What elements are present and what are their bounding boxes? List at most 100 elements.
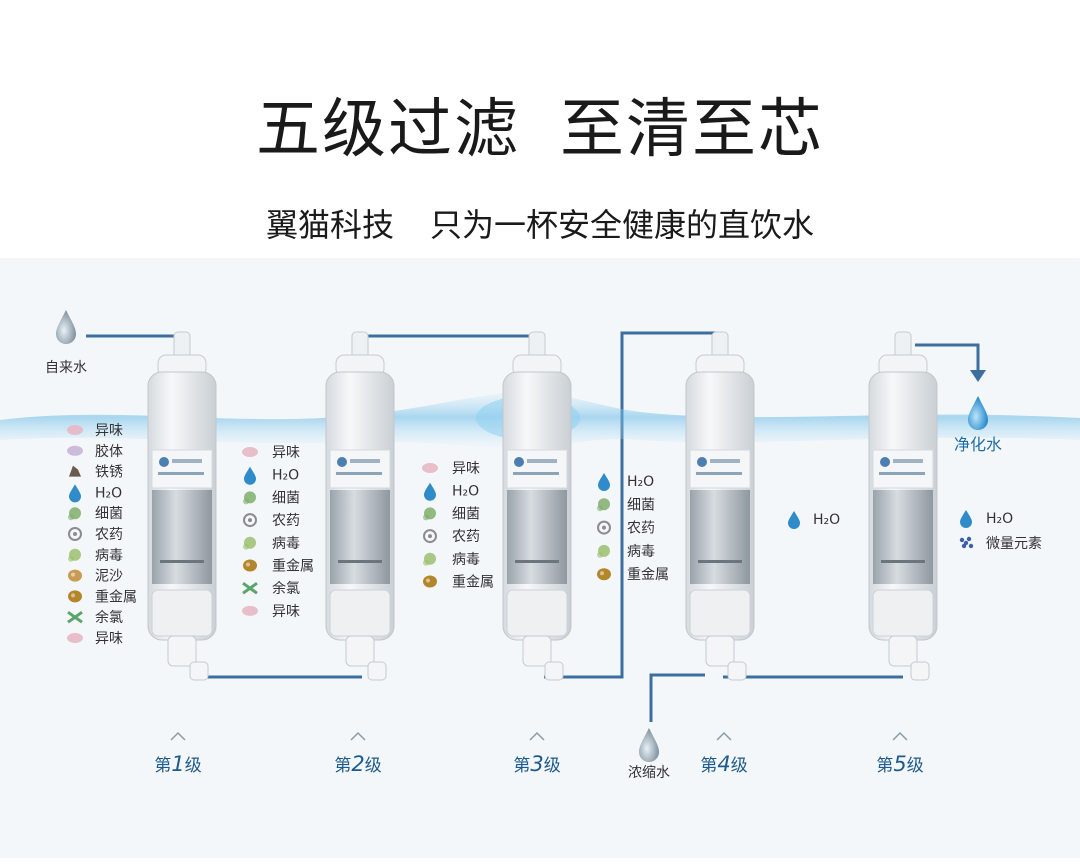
contaminant-item: 重金属	[68, 589, 137, 605]
label-print	[527, 459, 557, 463]
contaminant-item: 异味	[242, 604, 300, 620]
stage-number: 3	[530, 752, 543, 776]
contaminant-label: 农药	[95, 527, 123, 543]
filter-core	[507, 490, 567, 584]
trace-elements-icon	[959, 536, 974, 549]
filter-cartridge-5	[868, 331, 938, 681]
stage-text: 第4级	[700, 752, 747, 776]
contaminant-item: 农药	[243, 513, 300, 529]
contaminant-label: 细菌	[627, 497, 655, 513]
stage-5-contaminants: H₂O	[788, 511, 840, 529]
contaminant-label: 农药	[272, 513, 300, 529]
output-item-label: 微量元素	[986, 536, 1042, 552]
contaminant-item: 重金属	[597, 567, 669, 583]
contaminant-item: H₂O	[788, 511, 840, 529]
concentrate-drop-icon	[639, 728, 659, 762]
stage-suffix: 级	[185, 756, 202, 776]
stage-suffix: 级	[907, 756, 924, 776]
contaminant-item: 余氯	[67, 609, 123, 626]
chevron-up-icon	[350, 731, 366, 741]
water-drop-icon	[788, 511, 800, 529]
filter-label-band	[872, 449, 934, 489]
elbow-fitting	[367, 661, 387, 681]
stage-text: 第3级	[513, 752, 560, 776]
contaminant-item: 病毒	[68, 548, 123, 564]
pesticide-icon	[68, 527, 82, 541]
heavy-metal-icon	[423, 575, 437, 588]
label-print	[893, 459, 923, 463]
contaminant-label: H₂O	[813, 512, 840, 528]
contaminant-item: 异味	[67, 423, 123, 439]
odor-icon	[67, 633, 83, 643]
filter-cartridge-3	[502, 331, 572, 681]
contaminant-item: H₂O	[69, 484, 122, 503]
contaminant-item: 细菌	[597, 497, 655, 513]
water-drop-icon	[244, 466, 256, 485]
chevron-up-icon	[716, 731, 732, 741]
contaminant-item: 重金属	[423, 575, 494, 591]
odor-icon	[242, 447, 258, 457]
contaminant-label: 细菌	[272, 490, 300, 506]
stage-suffix: 级	[365, 756, 382, 776]
contaminant-label: 余氯	[95, 609, 123, 626]
contaminant-label: 病毒	[452, 552, 480, 568]
stage-text: 第1级	[154, 752, 201, 776]
contaminant-label: 细菌	[95, 506, 123, 522]
label-print	[879, 472, 925, 475]
purified-water-drop-icon	[968, 396, 988, 430]
filter-cartridge-1	[147, 331, 217, 681]
contaminant-label: 异味	[272, 604, 300, 620]
contaminant-label: 重金属	[627, 567, 669, 583]
contaminant-label: 农药	[627, 521, 655, 537]
elbow-fitting	[910, 661, 930, 681]
odor-icon	[67, 425, 83, 435]
heavy-metal-icon	[597, 568, 611, 581]
contaminant-item: 重金属	[243, 559, 314, 575]
pipe-segment	[649, 673, 705, 722]
filter-label-band	[506, 449, 568, 489]
stage-prefix: 第	[154, 756, 171, 776]
concentrate-outlet: 浓缩水	[628, 728, 670, 781]
contaminant-item: 异味	[242, 445, 300, 461]
label-print	[172, 459, 202, 463]
contaminant-label: 铁锈	[95, 465, 123, 481]
brand-name: 翼猫科技	[265, 206, 394, 244]
virus-icon	[68, 548, 81, 562]
chevron-up-icon	[892, 731, 908, 741]
stage-labels: 第1级第2级第3级第4级第5级	[154, 731, 924, 776]
odor-icon	[422, 463, 438, 473]
odor-icon	[242, 605, 258, 616]
outlet-label: 净化水	[954, 435, 1002, 454]
stage-label-2: 第2级	[334, 731, 382, 776]
brand-logo-icon	[159, 457, 169, 467]
contaminant-label: 农药	[452, 529, 480, 545]
stage-label-4: 第4级	[700, 731, 748, 776]
pesticide-icon	[243, 513, 257, 528]
contaminant-label: H₂O	[452, 484, 479, 500]
elbow-fitting	[189, 661, 209, 681]
label-print	[698, 560, 742, 563]
label-print	[881, 560, 925, 563]
pesticide-icon	[423, 529, 437, 544]
contaminant-label: 重金属	[95, 589, 137, 605]
filter-core	[873, 490, 933, 584]
output-item: H₂O	[960, 510, 1013, 528]
bacteria-icon	[243, 491, 256, 505]
bottom-cap	[689, 589, 751, 637]
chevron-up-icon	[170, 731, 186, 741]
contaminant-item: H₂O	[244, 466, 299, 485]
contaminant-label: 泥沙	[95, 569, 123, 585]
contaminant-item: H₂O	[424, 482, 479, 501]
bottom-fitting	[522, 635, 552, 667]
contaminant-lists: 异味胶体铁锈H₂O细菌农药病毒泥沙重金属余氯异味异味H₂O细菌农药病毒重金属余氯…	[67, 423, 840, 647]
bacteria-icon	[68, 507, 81, 521]
bottom-fitting	[888, 635, 918, 667]
stage-suffix: 级	[731, 756, 748, 776]
stage-label-3: 第3级	[513, 731, 561, 776]
label-print	[350, 459, 380, 463]
concentrate-label: 浓缩水	[628, 765, 670, 781]
